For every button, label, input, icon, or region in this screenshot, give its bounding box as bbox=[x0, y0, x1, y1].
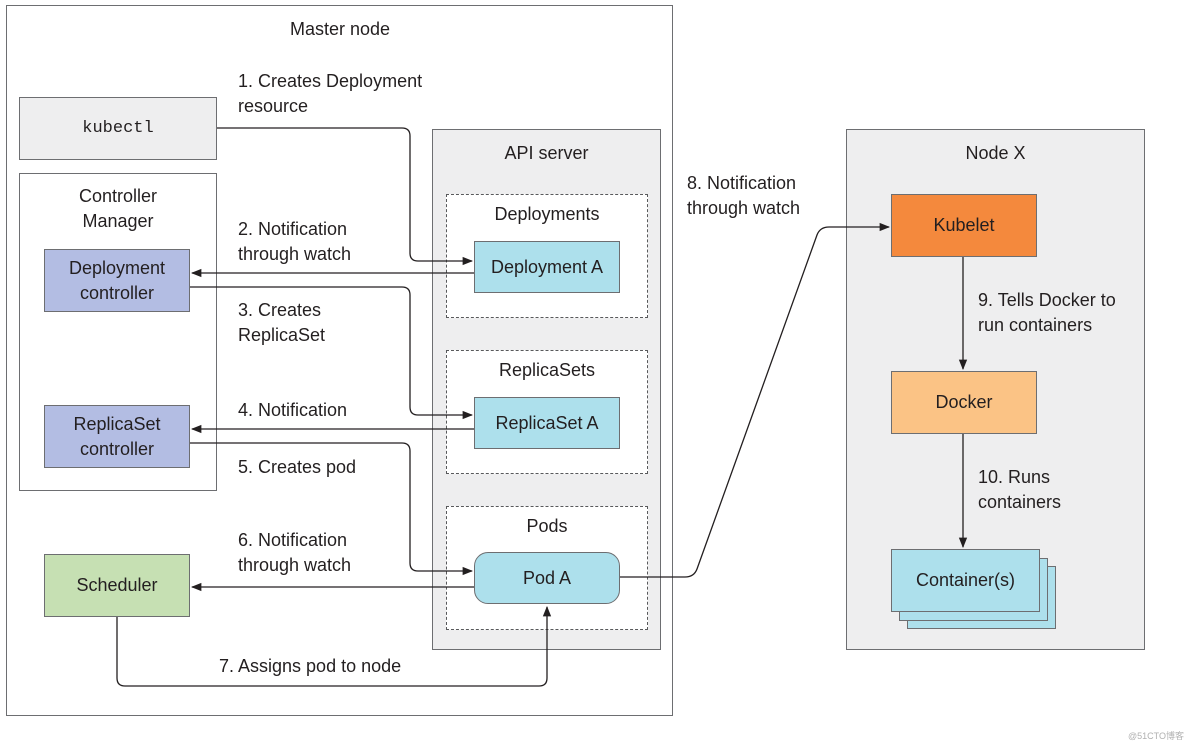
master-node-region bbox=[6, 5, 673, 716]
api-server-title: API server bbox=[504, 143, 589, 163]
master-node-title: Master node bbox=[289, 19, 391, 39]
step-10-label: 10. Runs containers bbox=[978, 467, 1062, 512]
step-9-label: 9. Tells Docker to run containers bbox=[978, 290, 1116, 335]
step-5-arrow bbox=[190, 442, 474, 576]
scheduler-box: Scheduler bbox=[44, 554, 190, 617]
replicaset-a-box: ReplicaSet A bbox=[474, 397, 620, 449]
deployment-a-box: Deployment A bbox=[474, 241, 620, 293]
pod-a-box: Pod A bbox=[474, 552, 620, 604]
controller-manager-region bbox=[19, 173, 217, 491]
replicasets-title: ReplicaSets bbox=[498, 360, 596, 380]
step-2-label: 2. Notification through watch bbox=[238, 219, 352, 264]
step-4-label: 4. Notification bbox=[238, 400, 348, 420]
controller-manager-title: Controller Manager bbox=[78, 186, 158, 231]
kubectl-box: kubectl bbox=[19, 97, 217, 160]
pods-title: Pods bbox=[526, 516, 568, 536]
step-1-label: 1. Creates Deployment resource bbox=[238, 71, 423, 116]
docker-box: Docker bbox=[891, 371, 1037, 434]
node-x-title: Node X bbox=[965, 143, 1026, 163]
step-3-label: 3. Creates ReplicaSet bbox=[238, 300, 326, 345]
deployment-controller-box: Deployment controller bbox=[44, 249, 190, 312]
deployments-title: Deployments bbox=[494, 204, 600, 224]
replicaset-controller-box: ReplicaSet controller bbox=[44, 405, 190, 468]
step-5-label: 5. Creates pod bbox=[238, 457, 357, 477]
watermark: @51CTO博客 bbox=[1128, 731, 1184, 741]
step-1-arrow bbox=[217, 127, 474, 266]
kubelet-box: Kubelet bbox=[891, 194, 1037, 257]
step-7-label: 7. Assigns pod to node bbox=[219, 656, 402, 676]
containers-box: Container(s) bbox=[891, 549, 1040, 612]
step-8-arrow bbox=[620, 222, 891, 578]
step-3-arrow bbox=[190, 286, 474, 420]
step-7-arrow bbox=[116, 605, 552, 687]
step-8-label: 8. Notification through watch bbox=[687, 173, 801, 218]
step-6-label: 6. Notification through watch bbox=[238, 530, 352, 575]
